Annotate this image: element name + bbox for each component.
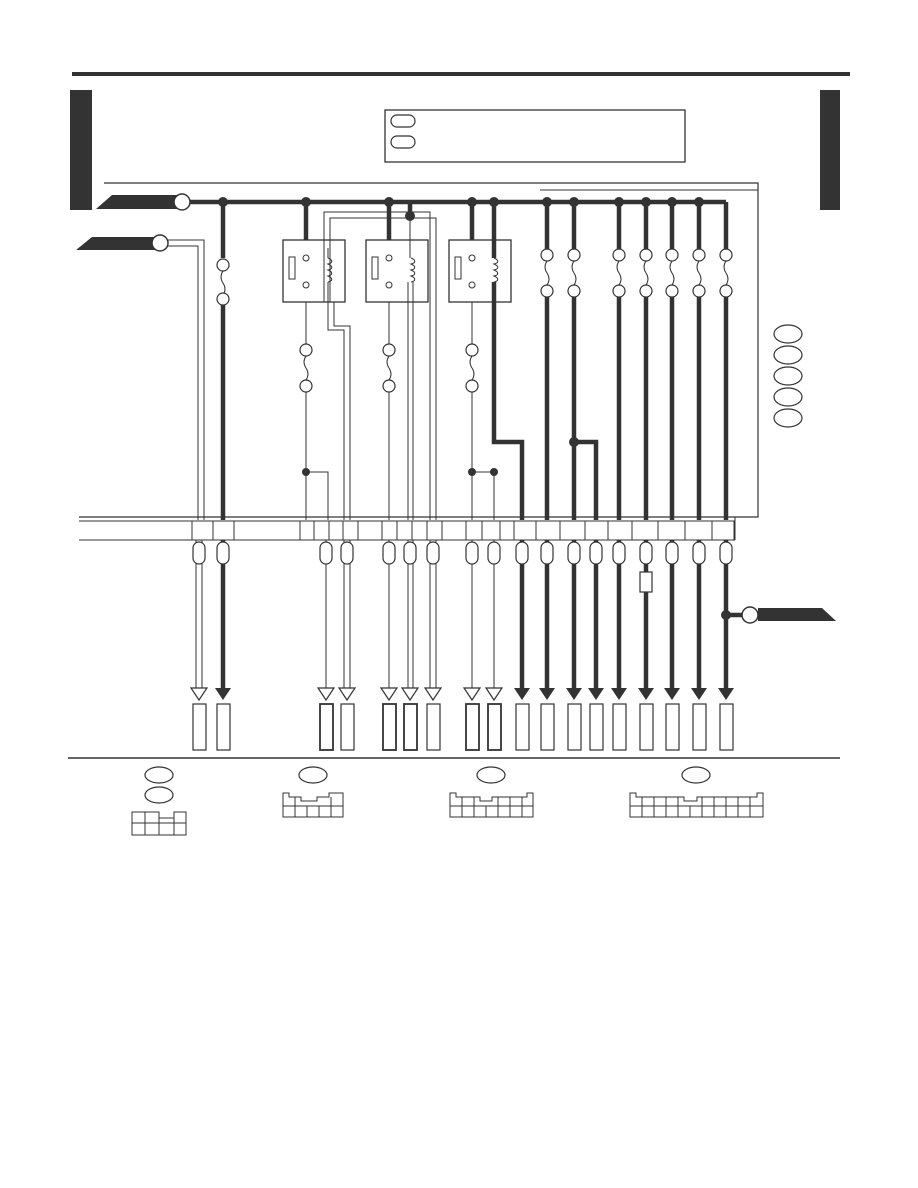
connector-face-icon: [403, 703, 418, 751]
circuit-699: [692, 197, 706, 520]
circuit-726: [719, 202, 733, 520]
power-input-node-2: [151, 234, 169, 252]
fuse-icon: [639, 248, 653, 262]
connector-face-icon: [540, 703, 555, 751]
continuation-node: [741, 606, 759, 624]
out-199: [189, 540, 209, 751]
fuse-box-id-labels: [773, 324, 803, 428]
fuse-icon: [216, 258, 230, 272]
section-tab-left: [70, 90, 92, 210]
arrow-down-hollow-icon: [316, 687, 336, 702]
connector-diagram-4: [629, 766, 764, 818]
out-472: [462, 540, 482, 751]
connector-face-icon: [216, 703, 231, 751]
fuse-icon: [612, 248, 626, 262]
connector-face-icon: [426, 703, 441, 751]
connector-face-icon: [639, 703, 654, 751]
connector-face-icon: [465, 703, 480, 751]
fused-circuits-right: [540, 197, 733, 520]
legend-box: [384, 109, 686, 163]
arrow-down-filled-icon: [215, 688, 231, 700]
out-726: [718, 540, 836, 751]
resistor-icon: [639, 571, 653, 593]
circuit-672: [665, 197, 679, 520]
out-547: [539, 540, 555, 751]
section-tab-right: [820, 90, 840, 210]
output-wires: [189, 540, 836, 751]
out-326: [316, 540, 336, 751]
out-619: [611, 540, 627, 751]
arrow-down-filled-icon: [611, 688, 627, 700]
connector-face-icon: [340, 703, 355, 751]
arrow-down-filled-icon: [691, 688, 707, 700]
fuse-icon: [665, 248, 679, 262]
circuit-574: [567, 197, 599, 520]
connector-face-icon: [515, 703, 530, 751]
connector-face-icon: [487, 703, 502, 751]
circuit-223: [216, 197, 230, 520]
connector-strip: [79, 517, 736, 541]
arrow-down-hollow-icon: [484, 687, 504, 702]
connector-face-icon: [719, 703, 734, 751]
arrow-down-hollow-icon: [423, 687, 443, 702]
power-input-arrow-1: [96, 195, 182, 209]
out-433: [423, 540, 443, 751]
out-646: [638, 540, 654, 751]
arrow-down-filled-icon: [588, 688, 604, 700]
connector-face-icon: [612, 703, 627, 751]
relay-1: [282, 197, 351, 520]
arrow-down-hollow-icon: [337, 687, 357, 702]
circuit-646: [639, 197, 653, 520]
out-347: [337, 540, 357, 751]
out-522: [514, 540, 530, 751]
connector-diagram-3: [449, 766, 534, 818]
arrow-down-hollow-icon: [379, 687, 399, 702]
out-410: [400, 540, 420, 751]
continuation-arrow: [758, 608, 836, 621]
connector-face-icon: [589, 703, 604, 751]
arrow-down-filled-icon: [718, 688, 734, 700]
connector-face-icon: [692, 703, 707, 751]
connector-face-icon: [665, 703, 680, 751]
arrow-down-hollow-icon: [462, 687, 482, 702]
power-input-arrow-2: [76, 237, 160, 250]
connector-diagram-1: [131, 766, 187, 836]
fuse-icon: [692, 248, 706, 262]
circuit-619: [612, 197, 626, 520]
out-494: [484, 540, 504, 751]
arrow-down-filled-icon: [638, 688, 654, 700]
arrow-down-filled-icon: [539, 688, 555, 700]
power-input-node-1: [173, 193, 191, 211]
fuse-icon: [719, 248, 733, 262]
arrow-down-filled-icon: [664, 688, 680, 700]
fuse-icon: [567, 248, 581, 262]
connector-face-icon: [319, 703, 334, 751]
out-574: [566, 540, 582, 751]
fuse-icon: [540, 248, 554, 262]
connector-face-icon: [192, 703, 207, 751]
out-596: [588, 540, 604, 751]
relay-3: [448, 197, 525, 520]
out-672: [664, 540, 680, 751]
out-223: [215, 540, 231, 751]
out-389: [379, 540, 399, 751]
relay-icon: [365, 239, 429, 303]
circuit-547: [540, 197, 554, 520]
arrow-down-hollow-icon: [400, 687, 420, 702]
arrow-down-hollow-icon: [189, 687, 209, 702]
connector-face-icon: [567, 703, 582, 751]
connector-face-icon: [382, 703, 397, 751]
fuse-relay-box-outline: [79, 182, 759, 518]
legend-symbol-1: [390, 114, 416, 128]
arrow-down-filled-icon: [514, 688, 530, 700]
out-699: [691, 540, 707, 751]
relay-2: [323, 197, 437, 520]
connector-diagram-2: [282, 766, 344, 818]
ignition-feed-wire: [168, 239, 205, 520]
legend-symbol-2: [390, 135, 416, 149]
arrow-down-filled-icon: [566, 688, 582, 700]
